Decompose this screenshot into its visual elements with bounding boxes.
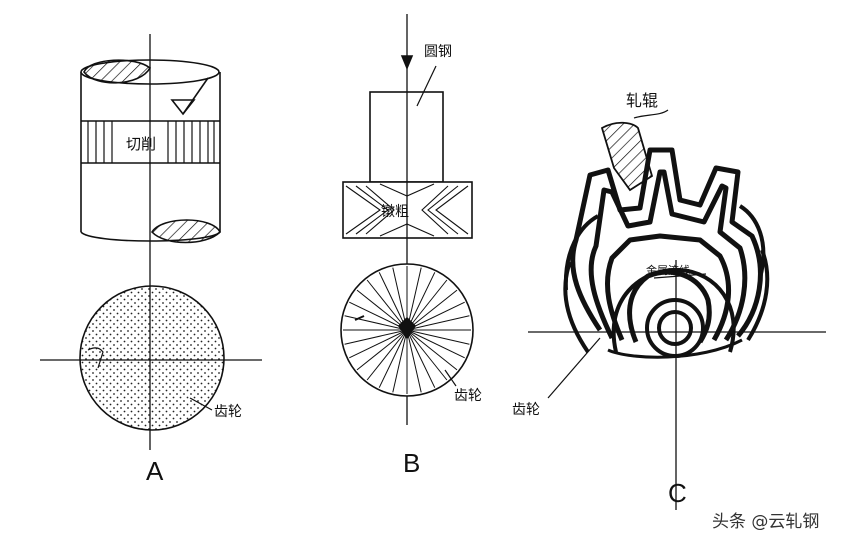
grain-ray <box>406 329 458 371</box>
grain-ray <box>344 329 408 345</box>
label-cut: 切削 <box>126 135 156 153</box>
grain-ray <box>406 279 448 331</box>
panel-c-details <box>528 109 826 510</box>
panel-letter-c: C <box>668 478 687 508</box>
grain-ray <box>406 329 436 388</box>
grain-ray <box>378 272 408 331</box>
grain-ray <box>406 301 465 331</box>
grain-ray <box>406 329 470 345</box>
grain-ray <box>349 329 408 359</box>
panel-letter-a: A <box>146 456 164 486</box>
label-flow: 金属流线 <box>646 263 690 277</box>
grain-ray <box>406 329 448 381</box>
label-bar: 圆钢 <box>424 44 452 60</box>
label-gear-a: 齿轮 <box>214 404 242 420</box>
grain-ray <box>406 272 436 331</box>
panel-b <box>340 14 474 425</box>
panel-a <box>40 34 262 450</box>
grain-ray <box>356 329 408 371</box>
grain-ray <box>356 289 408 331</box>
grain-ray <box>349 301 408 331</box>
panel-letter-b: B <box>403 448 420 478</box>
grain-ray <box>392 329 408 393</box>
grain-ray <box>406 315 470 331</box>
grain-ray <box>366 279 408 331</box>
label-gear-c: 齿轮 <box>512 402 540 418</box>
watermark: 头条 @云轧钢 <box>712 512 819 532</box>
label-gear-b: 齿轮 <box>454 388 482 404</box>
grain-ray <box>378 329 408 388</box>
grain-ray <box>406 329 465 359</box>
label-upset: 镦粗 <box>381 203 409 220</box>
grain-ray <box>366 329 408 381</box>
radial-grain-lines <box>343 266 471 394</box>
grain-ray <box>406 329 422 393</box>
panel-c <box>563 147 770 359</box>
label-roll: 轧辊 <box>626 91 658 110</box>
grain-ray <box>344 315 408 331</box>
grain-ray <box>406 289 458 331</box>
